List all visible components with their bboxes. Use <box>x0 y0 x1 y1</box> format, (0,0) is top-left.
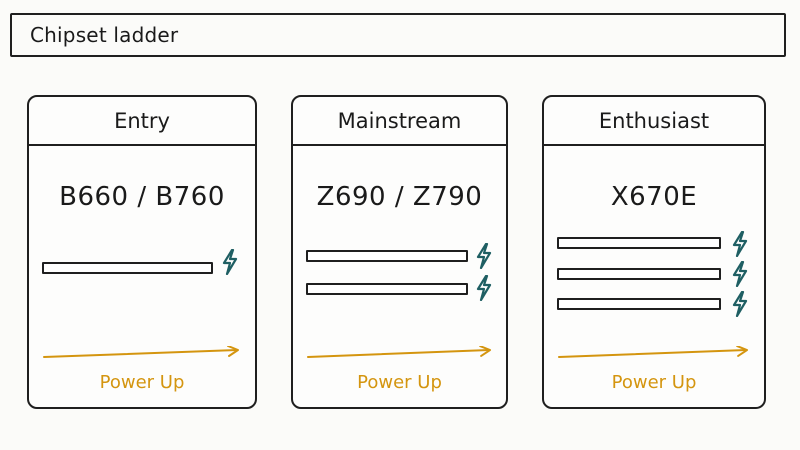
lightning-bolt-icon <box>476 275 492 301</box>
lightning-bolt-icon <box>476 243 492 269</box>
tier-card-entry: Entry B660 / B760 Power Up <box>27 95 257 409</box>
tier-chipsets: B660 / B760 <box>59 182 225 212</box>
lightning-bolt-icon <box>732 291 748 317</box>
tier-name: Enthusiast <box>544 97 764 146</box>
lightning-bolt-icon <box>732 261 748 287</box>
lightning-bolt-icon <box>222 249 238 275</box>
tier-card-mainstream: Mainstream Z690 / Z790 Power Up <box>291 95 508 409</box>
power-up-label: Power Up <box>611 372 697 393</box>
power-lane <box>557 268 721 280</box>
tier-chipsets: Z690 / Z790 <box>316 182 483 212</box>
power-lane <box>42 262 213 274</box>
tier-card-enthusiast: Enthusiast X670E Power Up <box>542 95 766 409</box>
tier-name: Entry <box>29 97 255 146</box>
power-lane <box>306 250 468 262</box>
power-lane <box>557 298 721 310</box>
diagram-title: Chipset ladder <box>10 13 786 57</box>
tier-name: Mainstream <box>293 97 506 146</box>
power-lane <box>557 237 721 249</box>
arrow-right-icon <box>43 346 239 358</box>
lightning-bolt-icon <box>732 231 748 257</box>
arrow-right-icon <box>306 346 492 358</box>
power-up-label: Power Up <box>99 372 185 393</box>
arrow-right-icon <box>557 346 749 358</box>
power-up-label: Power Up <box>357 372 442 393</box>
tier-chipsets: X670E <box>610 182 698 212</box>
power-lane <box>306 283 468 295</box>
